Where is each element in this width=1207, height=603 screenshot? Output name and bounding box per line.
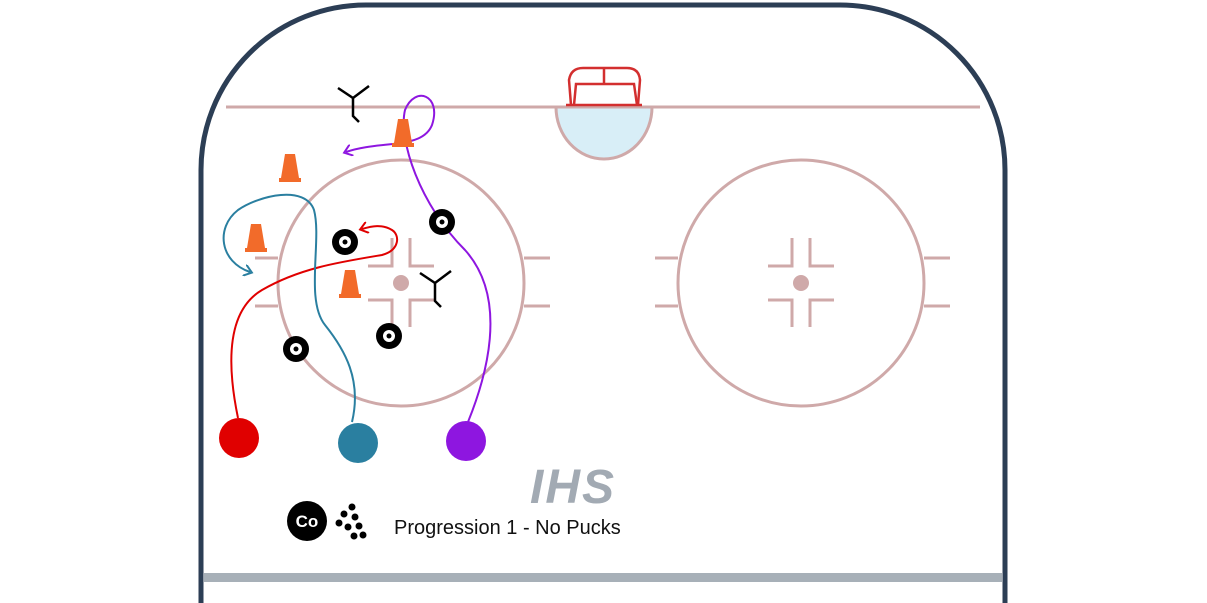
cone-icon xyxy=(339,270,361,298)
drill-caption: Progression 1 - No Pucks xyxy=(394,517,621,539)
tire-icon xyxy=(283,336,309,362)
purple-player xyxy=(446,421,486,461)
rink-boards xyxy=(198,2,1008,603)
cone-icon xyxy=(279,154,301,182)
blue-skating-path xyxy=(222,193,356,423)
faceoff-circle-right xyxy=(655,158,950,408)
purple-skating-path xyxy=(346,94,492,423)
defender-stick-icon xyxy=(337,85,370,123)
cone-icon xyxy=(245,224,267,252)
cone-icon xyxy=(392,119,414,147)
faceoff-dot-right xyxy=(793,275,809,291)
blue-player xyxy=(338,423,378,463)
ihs-logo: IHS xyxy=(530,461,616,514)
faceoff-dot-left xyxy=(393,275,409,291)
coach-circle-icon: Co xyxy=(287,501,327,541)
faceoff-circle-left xyxy=(255,158,550,408)
goal-crease xyxy=(554,105,654,161)
puck-pile-icon xyxy=(335,503,367,540)
red-skating-path xyxy=(230,226,399,419)
tire-icon xyxy=(429,209,455,235)
red-player xyxy=(219,418,259,458)
tire-icon xyxy=(332,229,358,255)
tire-icon xyxy=(376,323,402,349)
svg-text:Co: Co xyxy=(296,512,319,531)
defender-stick-icon xyxy=(419,270,452,308)
goal-net xyxy=(566,66,642,107)
bottom-line xyxy=(204,573,1002,582)
